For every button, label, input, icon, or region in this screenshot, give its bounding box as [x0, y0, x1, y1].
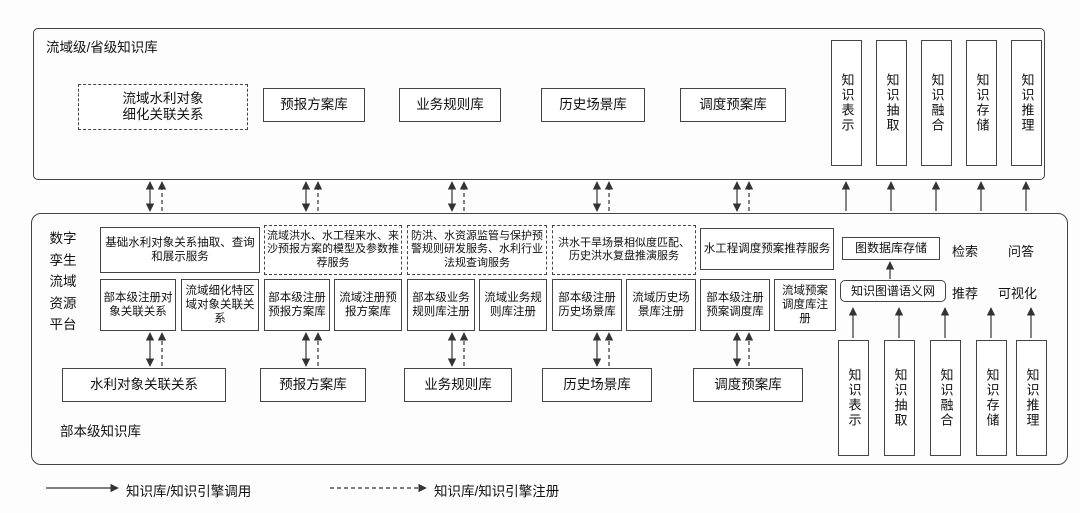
provincial-kb-title: 流域级/省级知识库 — [46, 40, 158, 55]
bottom-rule-library-box: 业务规则库 — [404, 368, 512, 402]
platform-title: 数字孪生流域资源平台 — [49, 231, 77, 333]
knowledge-graph-box: 知识图谱语义网 — [840, 280, 946, 302]
bottom-scene-library-box: 历史场景库 — [542, 368, 652, 402]
knowledge-step-box-represent-top: 知识表示 — [831, 40, 862, 166]
registration-box: 部本级注册历史场景库 — [552, 279, 622, 331]
graph-database-box: 图数据库存储 — [842, 237, 940, 260]
registration-box: 流域细化特区域对象关联关系 — [181, 279, 259, 331]
knowledge-step-box-fuse-bottom: 知识融合 — [930, 340, 961, 456]
dispatch-plan-library-box: 调度预案库 — [680, 88, 786, 122]
capability-search: 检索 — [952, 244, 979, 259]
registration-box: 流域历史场景库注册 — [626, 279, 696, 331]
service-box-forecast-recommend: 流域洪水、水工程来水、来沙预报方案的模型及参数推荐服务 — [264, 225, 402, 275]
knowledge-step-box-reason-top: 知识推理 — [1011, 40, 1042, 166]
history-scene-library-box: 历史场景库 — [541, 88, 645, 122]
forecast-plan-library-box: 预报方案库 — [263, 88, 365, 122]
registration-box: 部本级注册预报方案库 — [264, 279, 330, 331]
platform-container — [31, 213, 1068, 465]
bottom-dispatch-library-box: 调度预案库 — [693, 368, 803, 402]
knowledge-step-box-represent-bottom: 知识表示 — [838, 340, 869, 456]
capability-visualize: 可视化 — [998, 286, 1038, 301]
business-rule-library-box: 业务规则库 — [399, 88, 501, 122]
knowledge-step-box-store-top: 知识存储 — [966, 40, 997, 166]
capability-qa: 问答 — [1008, 244, 1035, 259]
registration-box: 部本级注册预案调度库 — [700, 279, 770, 331]
registration-box: 流域预案调度库注册 — [774, 279, 836, 331]
ministry-kb-title: 部本级知识库 — [60, 424, 141, 439]
bottom-object-relation-box: 水利对象关联关系 — [62, 368, 226, 402]
registration-box: 部本级业务规则库注册 — [407, 279, 475, 331]
registration-box: 流域注册预报方案库 — [334, 279, 402, 331]
service-box-scene-match: 洪水干旱场景相似度匹配、历史洪水复盘推演服务 — [552, 225, 696, 275]
knowledge-step-box-store-bottom: 知识存储 — [976, 340, 1007, 456]
refined-relation-box: 流域水利对象 细化关联关系 — [78, 84, 248, 130]
knowledge-step-box-fuse-top: 知识融合 — [921, 40, 952, 166]
knowledge-step-box-extract-bottom: 知识抽取 — [884, 340, 915, 456]
registration-box: 部本级注册对象关联关系 — [100, 279, 176, 331]
registration-box: 流域业务规则库注册 — [479, 279, 547, 331]
service-box-object-relation: 基础水利对象关系抽取、查询和展示服务 — [100, 227, 260, 273]
legend-call-label: 知识库/知识引擎调用 — [126, 484, 252, 499]
legend-register-label: 知识库/知识引擎注册 — [434, 484, 560, 499]
service-box-dispatch-recommend: 水工程调度预案推荐服务 — [700, 228, 834, 270]
service-box-rule-query: 防洪、水资源监管与保护预警规则研发服务、水利行业法规查询服务 — [407, 225, 547, 275]
knowledge-step-box-reason-bottom: 知识推理 — [1016, 340, 1047, 456]
capability-recommend: 推荐 — [952, 286, 979, 301]
knowledge-step-box-extract-top: 知识抽取 — [876, 40, 907, 166]
provincial-kb-container — [33, 28, 1045, 180]
bottom-forecast-library-box: 预报方案库 — [260, 368, 366, 402]
